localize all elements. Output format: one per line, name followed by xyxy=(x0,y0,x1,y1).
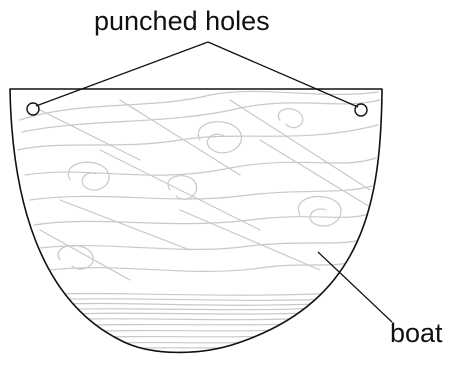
punched-hole-left xyxy=(26,102,40,116)
punched-holes-label: punched holes xyxy=(94,6,270,36)
leader-line-boat xyxy=(317,251,393,323)
boat-outline xyxy=(9,88,383,354)
boat-label: boat xyxy=(390,318,443,348)
leader-line-hole-right xyxy=(207,41,359,108)
pencil-texture xyxy=(17,90,381,350)
leader-line-hole-left xyxy=(35,41,209,107)
